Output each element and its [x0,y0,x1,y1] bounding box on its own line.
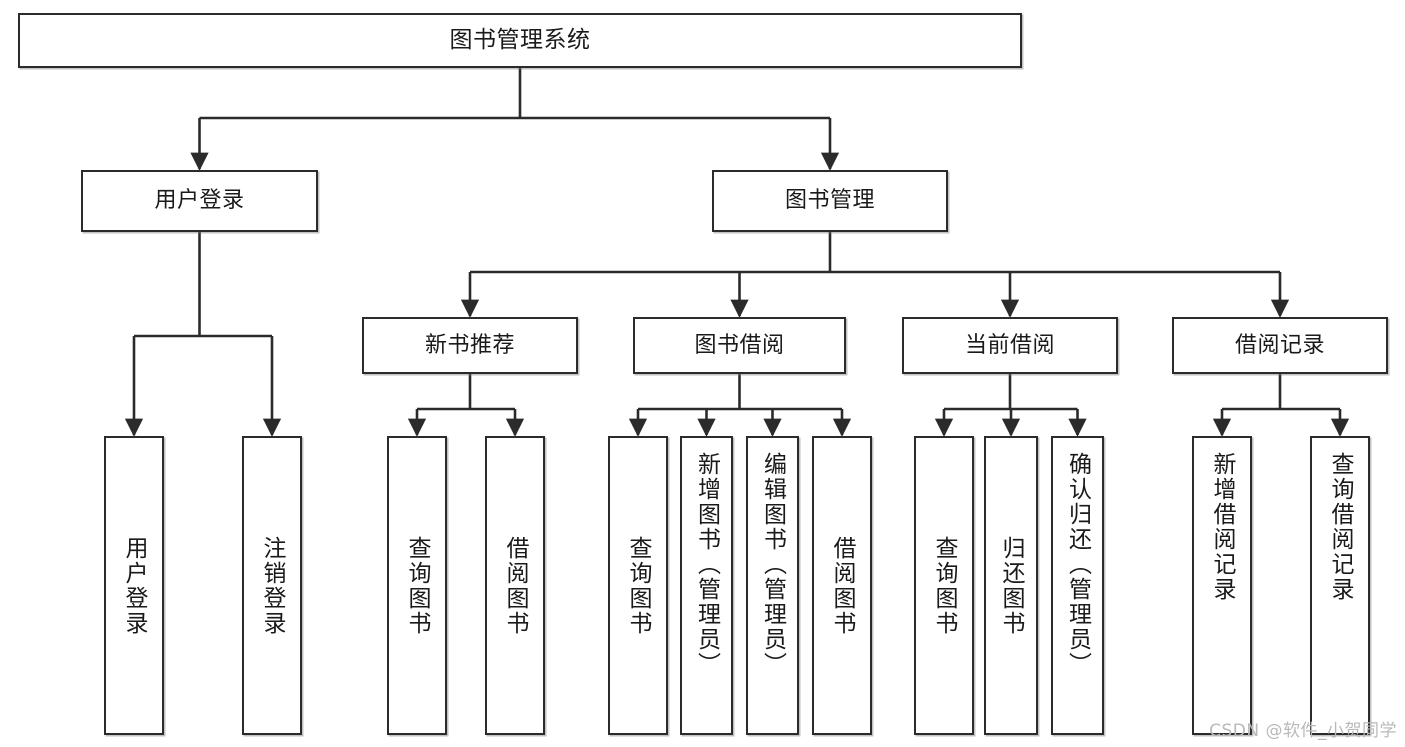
node-leaf-rec-2[interactable]: 查询借阅记录 [1310,436,1370,735]
node-current[interactable]: 当前借阅 [902,317,1118,374]
node-label: 查询借阅记录 [1327,452,1354,602]
node-label: 查询图书 [404,535,431,636]
node-label: 确认归还（管理员） [1064,452,1091,677]
node-leaf-new-1[interactable]: 查询图书 [387,436,447,735]
node-label: 新增借阅记录 [1209,452,1236,602]
node-label: 借阅图书 [829,535,856,636]
watermark-label: CSDN @软件_小贺同学 [1209,721,1397,741]
node-leaf-cur-2[interactable]: 归还图书 [984,436,1038,735]
node-label: 查询图书 [625,535,652,636]
node-label: 归还图书 [998,535,1025,636]
node-root[interactable]: 图书管理系统 [18,13,1022,68]
node-label: 当前借阅 [964,332,1055,358]
node-leaf-bor-4[interactable]: 借阅图书 [812,436,872,735]
node-leaf-bor-1[interactable]: 查询图书 [608,436,668,735]
node-leaf-bor-2[interactable]: 新增图书（管理员） [680,436,733,735]
node-leaf-login-1[interactable]: 用户登录 [104,436,164,735]
node-label: 图书管理 [784,188,875,214]
node-label: 注销登录 [259,535,286,636]
node-label: 图书借阅 [694,332,785,358]
node-label: 图书管理系统 [449,27,591,54]
node-newbook[interactable]: 新书推荐 [362,317,578,374]
node-label: 借阅图书 [502,535,529,636]
node-leaf-cur-1[interactable]: 查询图书 [914,436,974,735]
node-leaf-new-2[interactable]: 借阅图书 [485,436,545,735]
node-label: 借阅记录 [1234,332,1325,358]
node-records[interactable]: 借阅记录 [1172,317,1388,374]
node-label: 用户登录 [121,535,148,636]
node-leaf-rec-1[interactable]: 新增借阅记录 [1192,436,1252,735]
node-login[interactable]: 用户登录 [81,170,318,232]
node-label: 新增图书（管理员） [693,452,720,677]
node-borrow[interactable]: 图书借阅 [633,317,846,374]
node-label: 新书推荐 [424,332,515,358]
node-label: 查询图书 [931,535,958,636]
node-leaf-bor-3[interactable]: 编辑图书（管理员） [746,436,799,735]
node-label: 用户登录 [154,188,245,214]
node-leaf-cur-3[interactable]: 确认归还（管理员） [1051,436,1104,735]
node-bookmgmt[interactable]: 图书管理 [712,170,948,232]
node-leaf-login-2[interactable]: 注销登录 [242,436,302,735]
node-label: 编辑图书（管理员） [759,452,786,677]
